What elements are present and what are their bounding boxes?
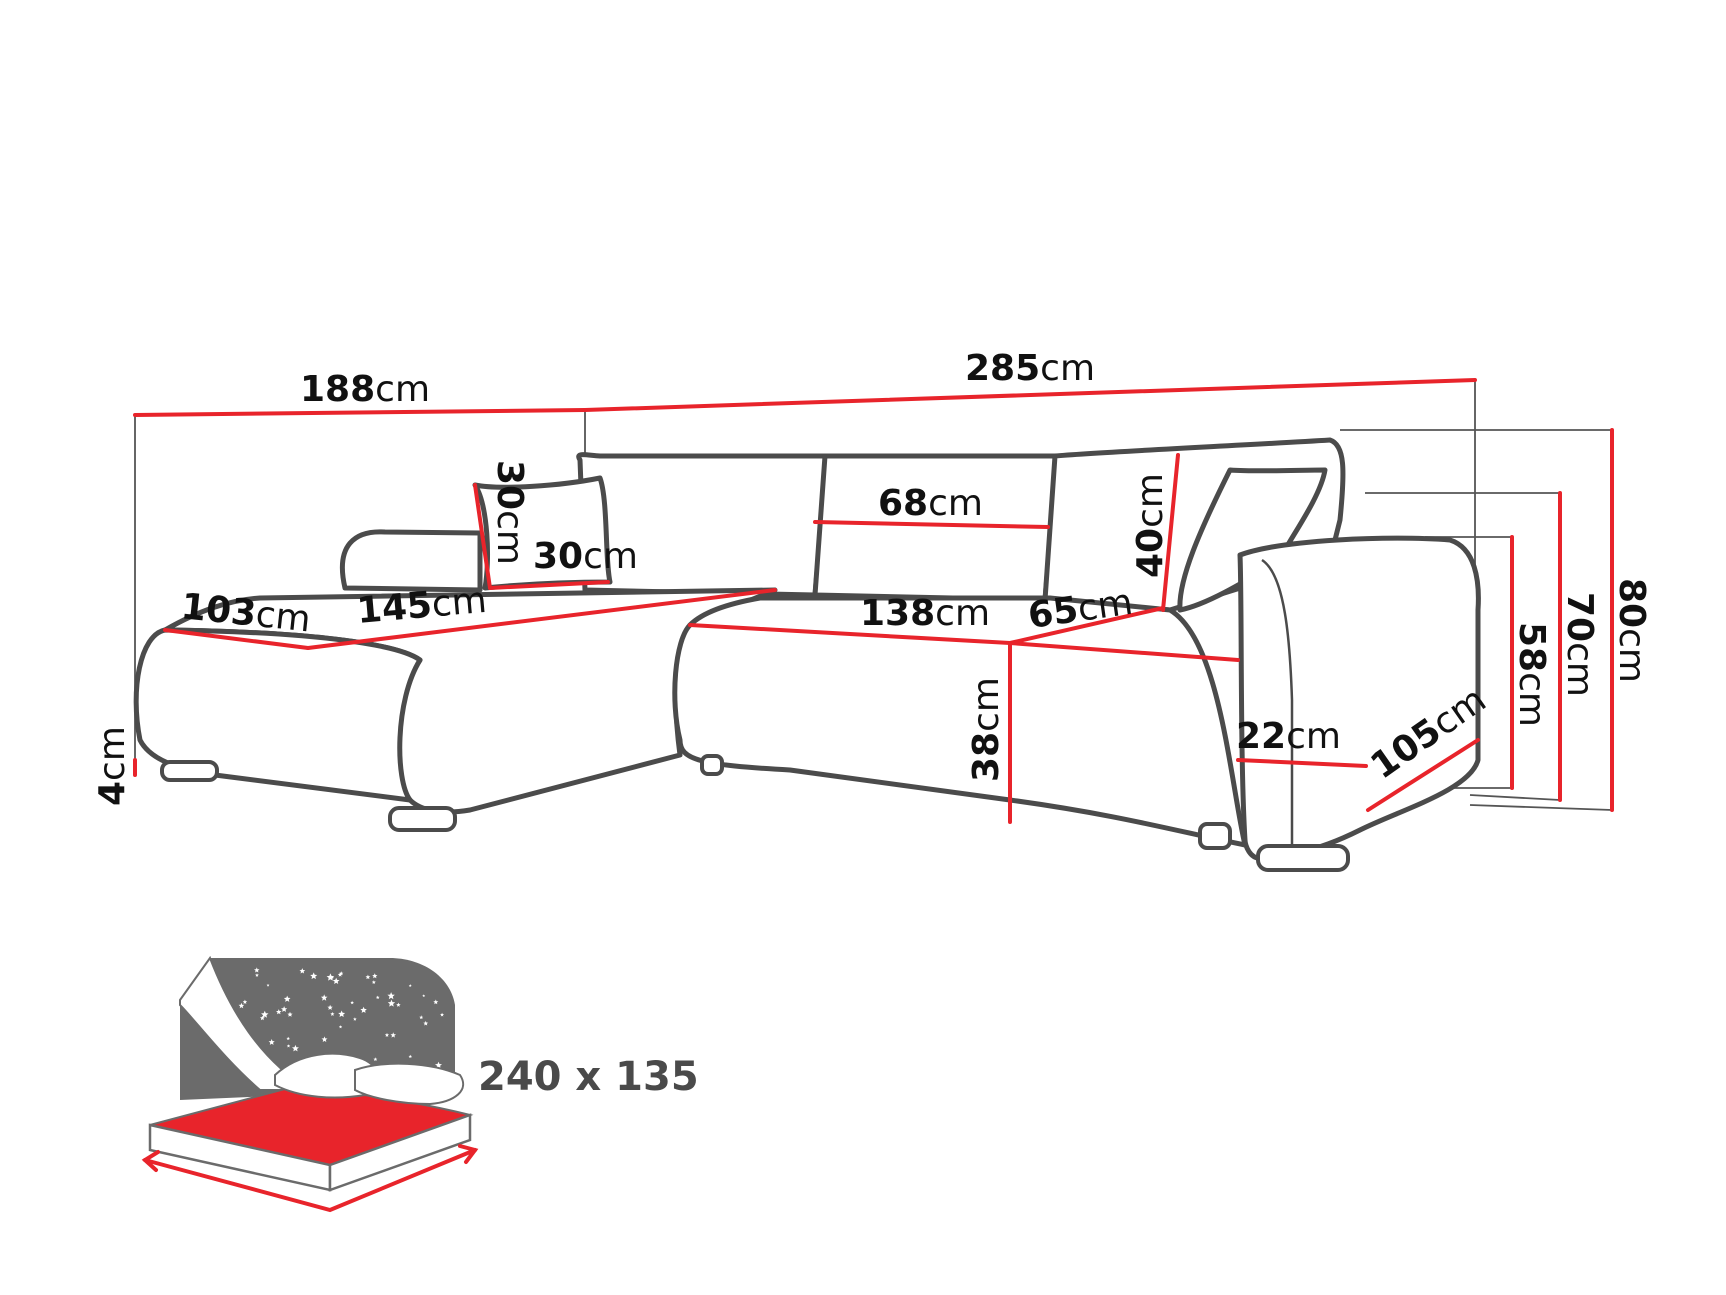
dim-line-68 <box>813 520 1050 529</box>
star-mark <box>365 974 371 980</box>
star-mark <box>387 992 395 1000</box>
star-mark <box>384 1032 389 1037</box>
dim-line-pillow-w <box>488 580 610 590</box>
star-mark <box>292 1044 299 1052</box>
star-mark <box>408 984 412 987</box>
dim-line-145 <box>306 588 777 650</box>
label-38: 38cm <box>966 677 1007 782</box>
star-mark <box>435 1061 442 1069</box>
star-mark <box>299 968 306 974</box>
chaise-armrest <box>339 529 483 593</box>
star-mark <box>268 1039 275 1045</box>
dim-line-65 <box>1008 606 1165 645</box>
label-285: 285cm <box>965 348 1095 389</box>
star-mark <box>254 967 260 973</box>
leg-5 <box>1256 844 1350 872</box>
star-mark <box>286 1036 290 1041</box>
dim-line-pillow-h <box>473 483 492 590</box>
star-mark <box>440 1012 444 1017</box>
star-mark <box>283 995 291 1002</box>
dim-line-seat-front <box>1008 641 1240 662</box>
dim-line-103 <box>163 628 310 650</box>
star-mark <box>255 973 259 977</box>
star-mark <box>375 995 380 999</box>
star-mark <box>242 999 248 1004</box>
dimension-labels: 188cm 285cm 30cm 30cm 68cm 40cm 103cm 14… <box>92 348 1652 806</box>
star-mark <box>310 972 318 980</box>
star-mark <box>261 1010 269 1018</box>
star-mark <box>423 1020 429 1026</box>
star-mark <box>266 983 270 987</box>
star-mark <box>261 1059 268 1065</box>
star-mark <box>390 1032 396 1038</box>
main-seat <box>672 595 1248 848</box>
leg-1 <box>160 760 219 782</box>
dim-line-105 <box>1366 738 1480 812</box>
star-mark <box>246 1062 254 1070</box>
label-65: 65cm <box>1026 582 1136 637</box>
dim-line-40 <box>1161 453 1180 612</box>
star-mark <box>332 977 340 984</box>
star-mark <box>360 1006 367 1013</box>
label-103: 103cm <box>179 586 313 640</box>
star-mark <box>387 999 396 1007</box>
label-80: 80cm <box>1611 578 1652 683</box>
star-mark <box>433 999 439 1005</box>
dimension-lines <box>133 378 1614 824</box>
star-mark <box>253 1057 259 1063</box>
label-138: 138cm <box>860 593 990 634</box>
dim-line-188 <box>133 408 587 417</box>
label-4: 4cm <box>92 726 133 806</box>
leg-2 <box>388 806 457 832</box>
label-70: 70cm <box>1559 592 1600 697</box>
star-mark <box>287 1011 293 1017</box>
star-mark <box>419 1015 424 1020</box>
label-145: 145cm <box>355 580 488 632</box>
star-mark <box>286 1044 291 1048</box>
star-mark <box>326 973 335 981</box>
star-mark <box>338 1010 346 1017</box>
star-mark <box>239 1044 245 1050</box>
star-mark <box>238 1002 245 1009</box>
dim-line-285 <box>583 378 1477 412</box>
label-188: 188cm <box>300 369 430 410</box>
dim-line-22 <box>1236 758 1368 768</box>
star-mark <box>372 973 378 979</box>
star-mark <box>337 972 343 977</box>
leg-3 <box>700 754 724 776</box>
star-mark <box>371 980 376 984</box>
bed-size-label: 240 x 135 <box>478 1054 699 1100</box>
star-mark <box>408 1054 413 1058</box>
label-pillow-30-w: 30cm <box>533 536 638 577</box>
star-mark <box>320 994 328 1001</box>
label-22: 22cm <box>1236 716 1341 757</box>
star-mark <box>330 1012 335 1016</box>
star-mark <box>422 994 426 997</box>
star-mark <box>338 1025 343 1029</box>
label-40: 40cm <box>1130 473 1171 578</box>
star-mark <box>321 1036 328 1042</box>
sofa-drawing <box>133 437 1481 872</box>
bed-stars-icon <box>141 955 479 1213</box>
star-mark <box>281 1006 288 1012</box>
leg-4 <box>1198 822 1232 850</box>
star-mark <box>353 1017 357 1021</box>
star-mark <box>254 1063 259 1067</box>
star-mark <box>373 1057 378 1061</box>
label-58: 58cm <box>1511 622 1552 727</box>
label-pillow-30-h: 30cm <box>489 460 530 565</box>
dim-line-138 <box>688 623 1012 645</box>
star-mark <box>396 1002 401 1007</box>
star-mark <box>327 1004 333 1010</box>
star-mark <box>276 1009 282 1015</box>
label-68: 68cm <box>878 483 983 524</box>
star-mark <box>259 1015 265 1021</box>
star-mark <box>350 1000 354 1005</box>
